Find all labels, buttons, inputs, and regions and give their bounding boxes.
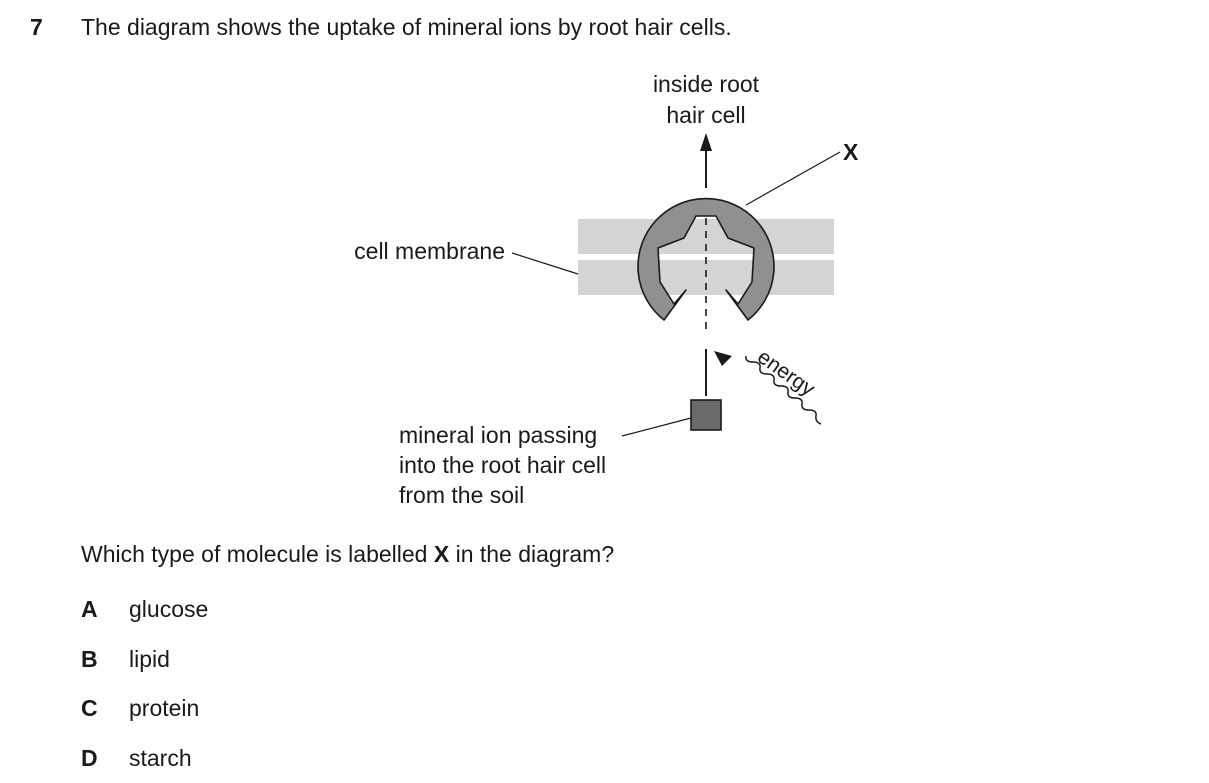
x-leader-line [745,151,841,206]
option-b-text: lipid [129,646,170,672]
label-membrane: cell membrane [354,238,505,264]
question-stem: The diagram shows the uptake of mineral … [81,14,732,40]
mineral-ion [690,399,722,431]
question-number: 7 [30,14,43,40]
label-inside-line1: inside root [653,71,760,97]
question-prompt: Which type of molecule is labelled X in … [81,541,614,568]
label-ion-line3: from the soil [399,482,524,508]
label-ion-line2: into the root hair cell [399,452,606,478]
label-ion-line1: mineral ion passing [399,422,597,448]
energy-arrowhead [714,351,732,366]
membrane-leader-line [511,252,579,275]
option-b-letter: B [81,646,98,672]
option-d-text: starch [129,745,192,771]
label-x: X [843,139,859,165]
option-d-letter: D [81,745,98,771]
option-a-text: glucose [129,596,209,622]
option-a-letter: A [81,596,98,622]
option-c-letter: C [81,695,98,721]
option-c-text: protein [129,695,200,721]
label-inside-line2: hair cell [666,102,745,128]
ion-exit-arrowhead [700,133,712,151]
prompt-after: in the diagram? [449,541,615,567]
carrier-protein [637,197,775,321]
prompt-bold: X [433,541,450,567]
prompt-before: Which type of molecule is labelled [81,541,434,567]
ion-leader-line [621,417,692,437]
energy-wavy-line [745,355,822,425]
